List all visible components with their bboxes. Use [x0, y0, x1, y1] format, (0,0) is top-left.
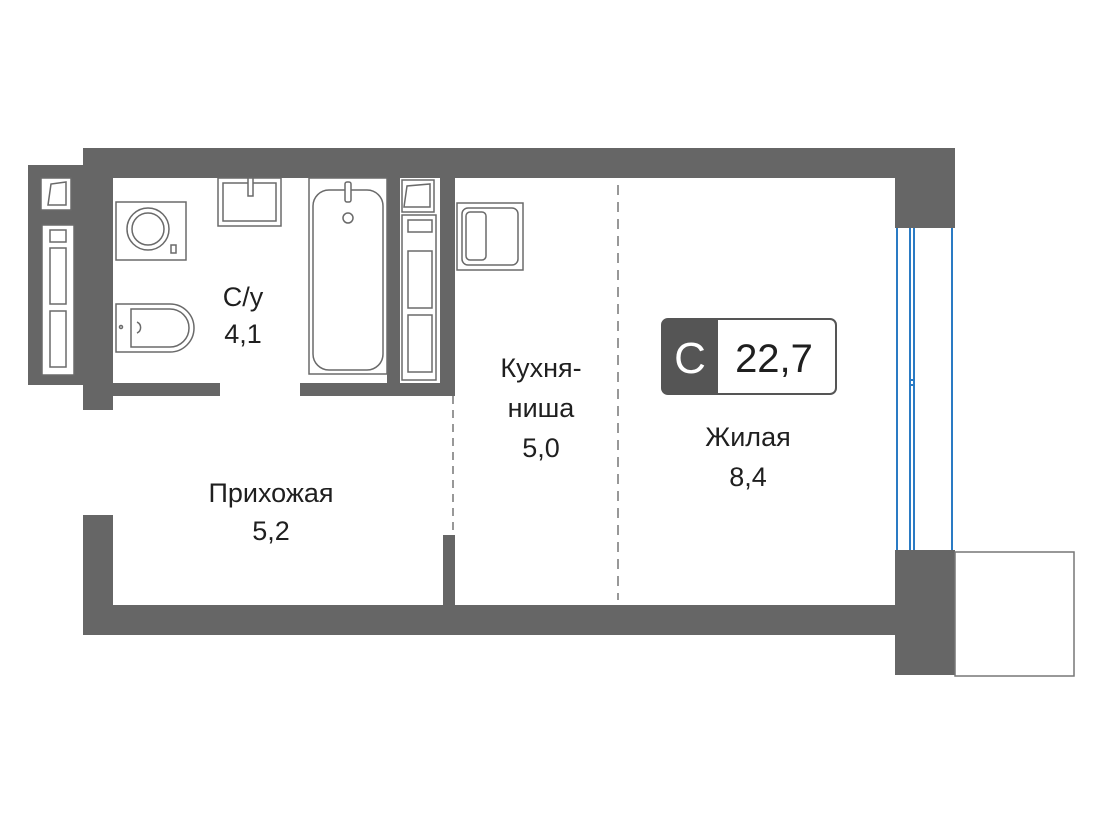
kitchen-partition [440, 178, 455, 396]
bathroom-partition [387, 178, 400, 388]
bathroom-name: С/у [223, 282, 264, 312]
right-wall-upper [895, 148, 955, 228]
living-room-area: 8,4 [729, 462, 767, 492]
bathroom-wall-left [113, 383, 220, 396]
walls [28, 148, 955, 675]
left-shafts [40, 177, 75, 376]
kitchen-area: 5,0 [522, 433, 560, 463]
window-icon [896, 228, 953, 550]
kitchen-name-line1: Кухня- [500, 353, 581, 383]
toilet-icon [115, 303, 195, 353]
left-wall-upper [83, 148, 113, 410]
total-area: 22,7 [735, 337, 813, 381]
hall-wall-stub [443, 535, 455, 607]
kitchen-sink-icon [456, 202, 524, 271]
bathtub-icon [308, 177, 388, 375]
hallway-area: 5,2 [252, 516, 290, 546]
balcony [954, 551, 1075, 677]
kitchen-name-line2: ниша [508, 393, 576, 423]
top-wall [83, 148, 955, 178]
bathroom-area: 4,1 [224, 319, 262, 349]
bottom-wall [83, 605, 955, 635]
right-shafts [400, 178, 440, 383]
hallway-name: Прихожая [208, 478, 333, 508]
apartment-type: С [674, 334, 706, 383]
living-room-name: Жилая [705, 422, 790, 452]
washing-machine-icon [115, 201, 187, 261]
bathroom-wall-right [300, 383, 455, 396]
left-wall-lower [83, 515, 113, 635]
sink-icon [217, 177, 282, 227]
apartment-badge: С 22,7 [661, 318, 837, 395]
